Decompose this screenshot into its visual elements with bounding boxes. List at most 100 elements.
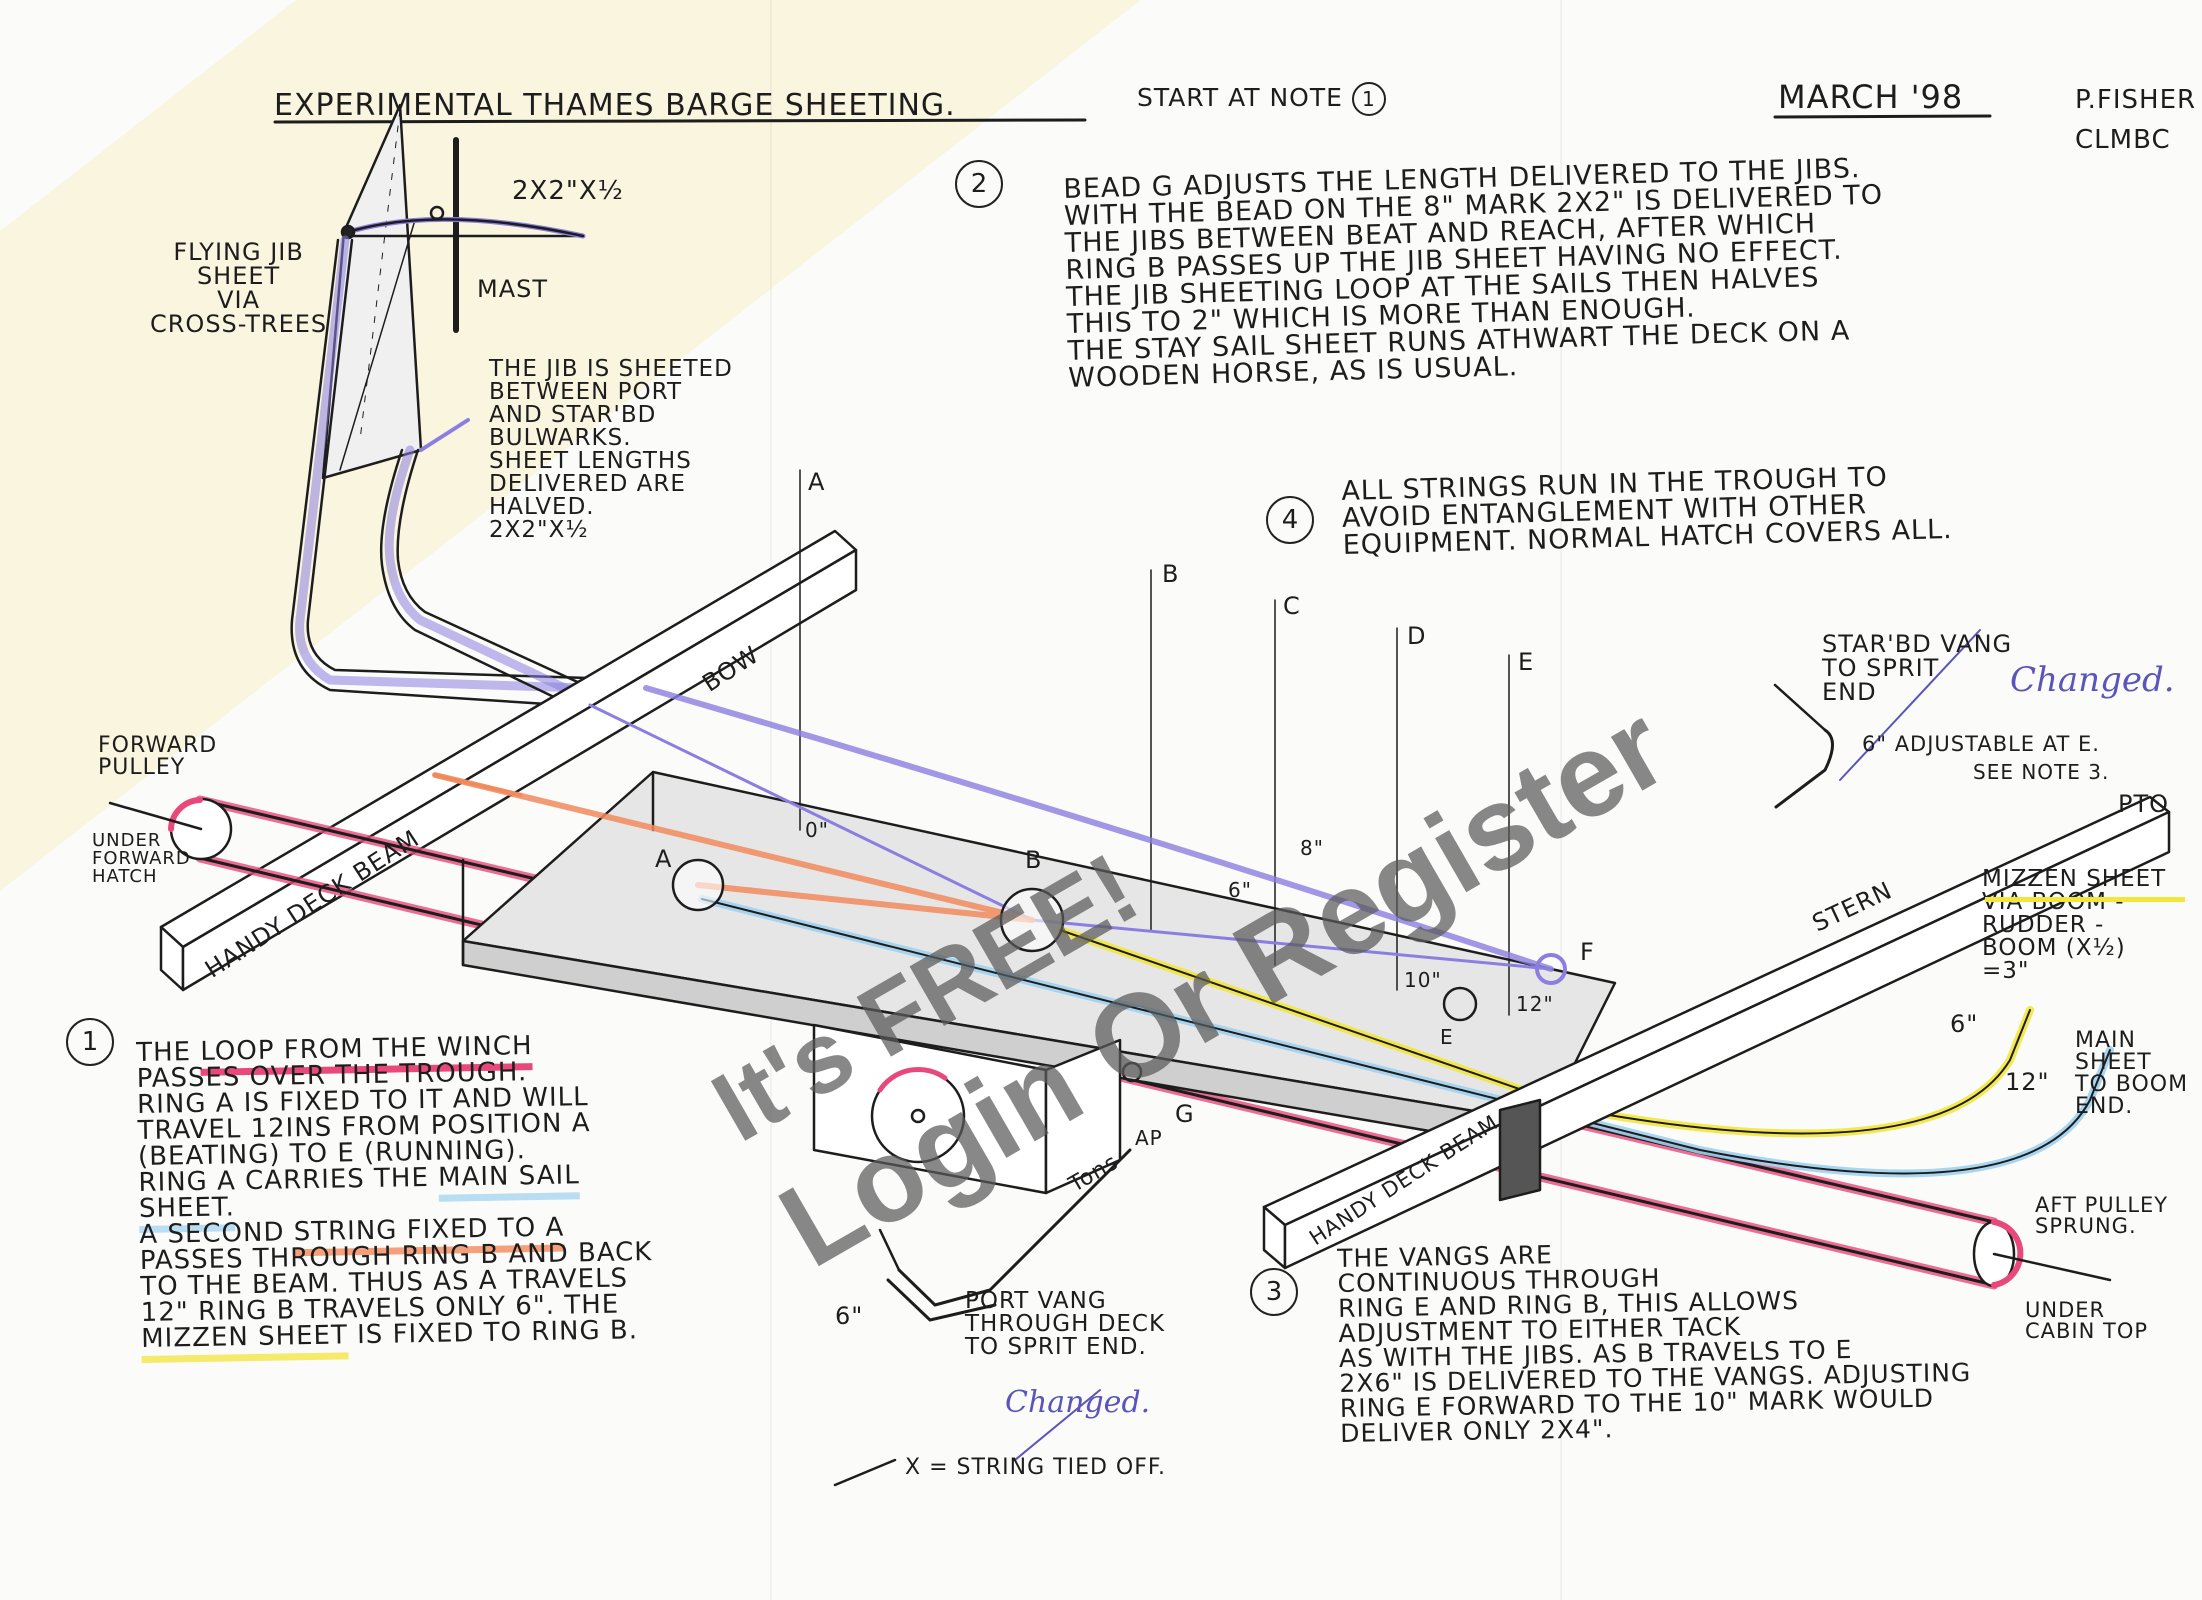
ring-e: [1442, 986, 1478, 1022]
text-line: delivered are: [489, 471, 686, 497]
jib-sheeted-label: The jib is sheetedbetween portand star'b…: [489, 358, 733, 542]
text-line: under: [2025, 1298, 2106, 1322]
port-vang-pipe: [897, 1148, 1132, 1307]
text-line: under: [92, 830, 162, 851]
text-line: between port: [489, 379, 683, 405]
text-line: 2x2"x½: [489, 517, 589, 543]
sail-clew: [429, 205, 445, 221]
text-line: Ring A carries the main sail: [138, 1160, 651, 1202]
aft-pulley-label: Aft pulleysprung.: [2035, 1195, 2168, 1237]
main-length-label: 12": [2005, 1068, 2050, 1096]
text-line: Forward: [98, 733, 218, 758]
text-line: cabin top: [2025, 1319, 2149, 1343]
text-line: hatch: [92, 866, 158, 887]
page-title: Experimental Thames Barge Sheeting.: [274, 88, 956, 123]
text-line: Star'bd vang: [1822, 630, 2013, 658]
note-3-text: The vangs arecontinuous throughRing E an…: [1337, 1235, 1972, 1448]
note-4-text: All strings run in the trough toavoid en…: [1341, 462, 1953, 561]
text-line: cross-trees: [150, 310, 328, 338]
note-2-badge: 2: [955, 160, 1003, 208]
date-underline: [1773, 114, 1992, 119]
note-4-badge: 4: [1266, 496, 1314, 544]
ring-f-label: F: [1580, 938, 1595, 966]
start-note-hint: Start at note 1: [1137, 82, 1386, 116]
text-line: =3": [1982, 958, 2030, 984]
text-line: Port vang: [965, 1288, 1107, 1314]
highlighted-phrase: main sail: [437, 1160, 581, 1202]
text-line: Aft pulley: [2035, 1193, 2169, 1217]
starbd-vang-label: Star'bd vangto spritend: [1822, 632, 2012, 704]
winch-box: [812, 1023, 1122, 1195]
port-changed-note: Changed.: [1005, 1385, 1151, 1420]
text-line: boom (x½): [1982, 935, 2126, 961]
see-note-label: see note 3.: [1973, 760, 2110, 784]
text-line: halved.: [489, 494, 595, 520]
starbd-vang-pipe: [1774, 728, 1834, 809]
station-label-b: B: [1162, 560, 1180, 588]
text-line: via boom -: [1982, 889, 2125, 915]
bow-beam: [159, 529, 858, 992]
main-sheet-label: Mainsheetto boomend.: [2075, 1030, 2188, 1118]
station-label-d: D: [1407, 622, 1427, 650]
text-line: sprung.: [2035, 1214, 2137, 1238]
port-length-label: 6": [835, 1302, 864, 1330]
note-1-text: The loop from the winchpasses over the t…: [136, 1031, 654, 1363]
bead-g: [1121, 1061, 1143, 1083]
flying-jib-label: Flying Jibsheetviacross-trees: [150, 240, 327, 336]
adjustable-label: 6" adjustable at E.: [1862, 732, 2100, 756]
forward-pulley-label: Forwardpulley: [98, 735, 217, 779]
date-label: March '98: [1778, 78, 1964, 116]
starbd-changed-note: Changed.: [2010, 660, 2175, 700]
paper-fold: [1560, 0, 1562, 1600]
aft-pulley-spring: [1992, 1252, 2112, 1282]
mast-label: Mast: [477, 275, 549, 303]
title-underline: [273, 118, 1087, 124]
text-line: end.: [2075, 1094, 2134, 1119]
text-line: to boom: [2075, 1072, 2189, 1097]
mark-8: 8": [1300, 836, 1324, 860]
ring-b: [999, 887, 1065, 953]
note-number-badge: 1: [1351, 82, 1386, 116]
text-line: Main: [2075, 1028, 2136, 1053]
station-label-e: E: [1518, 648, 1535, 676]
mizzen-sheet-label: Mizzen sheetvia boom -rudder -boom (x½)=…: [1982, 868, 2166, 983]
flying-jib-pipe: [295, 235, 651, 695]
ring-a-label: A: [655, 845, 673, 873]
start-note-text: Start at note: [1137, 83, 1343, 112]
author: P.Fisher CLMBC: [2075, 80, 2196, 160]
bead-g-label: G: [1175, 1100, 1195, 1128]
text-line: The jib is sheeted: [489, 356, 733, 382]
station-label-c: C: [1283, 592, 1301, 620]
jib-dimension-label: 2x2"x½: [512, 176, 624, 206]
station-label-a: A: [808, 468, 826, 496]
text-line: and star'bd: [489, 402, 657, 428]
text-line: through deck: [965, 1311, 1166, 1337]
jib-sheet-pipe: [384, 445, 595, 705]
text-line: Flying Jib: [173, 238, 304, 266]
author-club: CLMBC: [2075, 125, 2171, 155]
text-line: bulwarks.: [489, 425, 632, 451]
text-line: end: [1822, 678, 1877, 706]
text-segment: is fixed to Ring B.: [347, 1315, 639, 1351]
note-2-text: Bead G adjusts the length delivered to t…: [1063, 153, 1888, 394]
legend-tie-mark: [833, 1458, 897, 1487]
aft-deck-beam: [1262, 795, 2171, 1270]
pto-label: PTO: [2118, 790, 2170, 818]
text-line: pulley: [98, 755, 186, 780]
under-forward-hatch-label: underforwardhatch: [92, 832, 191, 886]
text-line: Mizzen sheet: [1982, 866, 2167, 892]
under-cabin-label: undercabin top: [2025, 1300, 2148, 1342]
text-line: sheet: [196, 262, 281, 290]
mizzen-length-label: 6": [1950, 1010, 1979, 1038]
legend-string-tied-off: X = string tied off.: [905, 1455, 1167, 1480]
ap-label: AP: [1135, 1126, 1163, 1150]
jib-sheet-cross-ink: [346, 218, 585, 238]
ring-e-label: E: [1440, 1025, 1454, 1049]
note-1-badge: 1: [66, 1018, 114, 1066]
note-3-badge: 3: [1250, 1268, 1298, 1316]
text-line: via: [217, 286, 261, 314]
text-line: to sprit: [1822, 654, 1940, 682]
mizzen-highlight: [1985, 897, 2185, 902]
port-vang-label: Port vangthrough deckto sprit end.: [965, 1290, 1165, 1359]
